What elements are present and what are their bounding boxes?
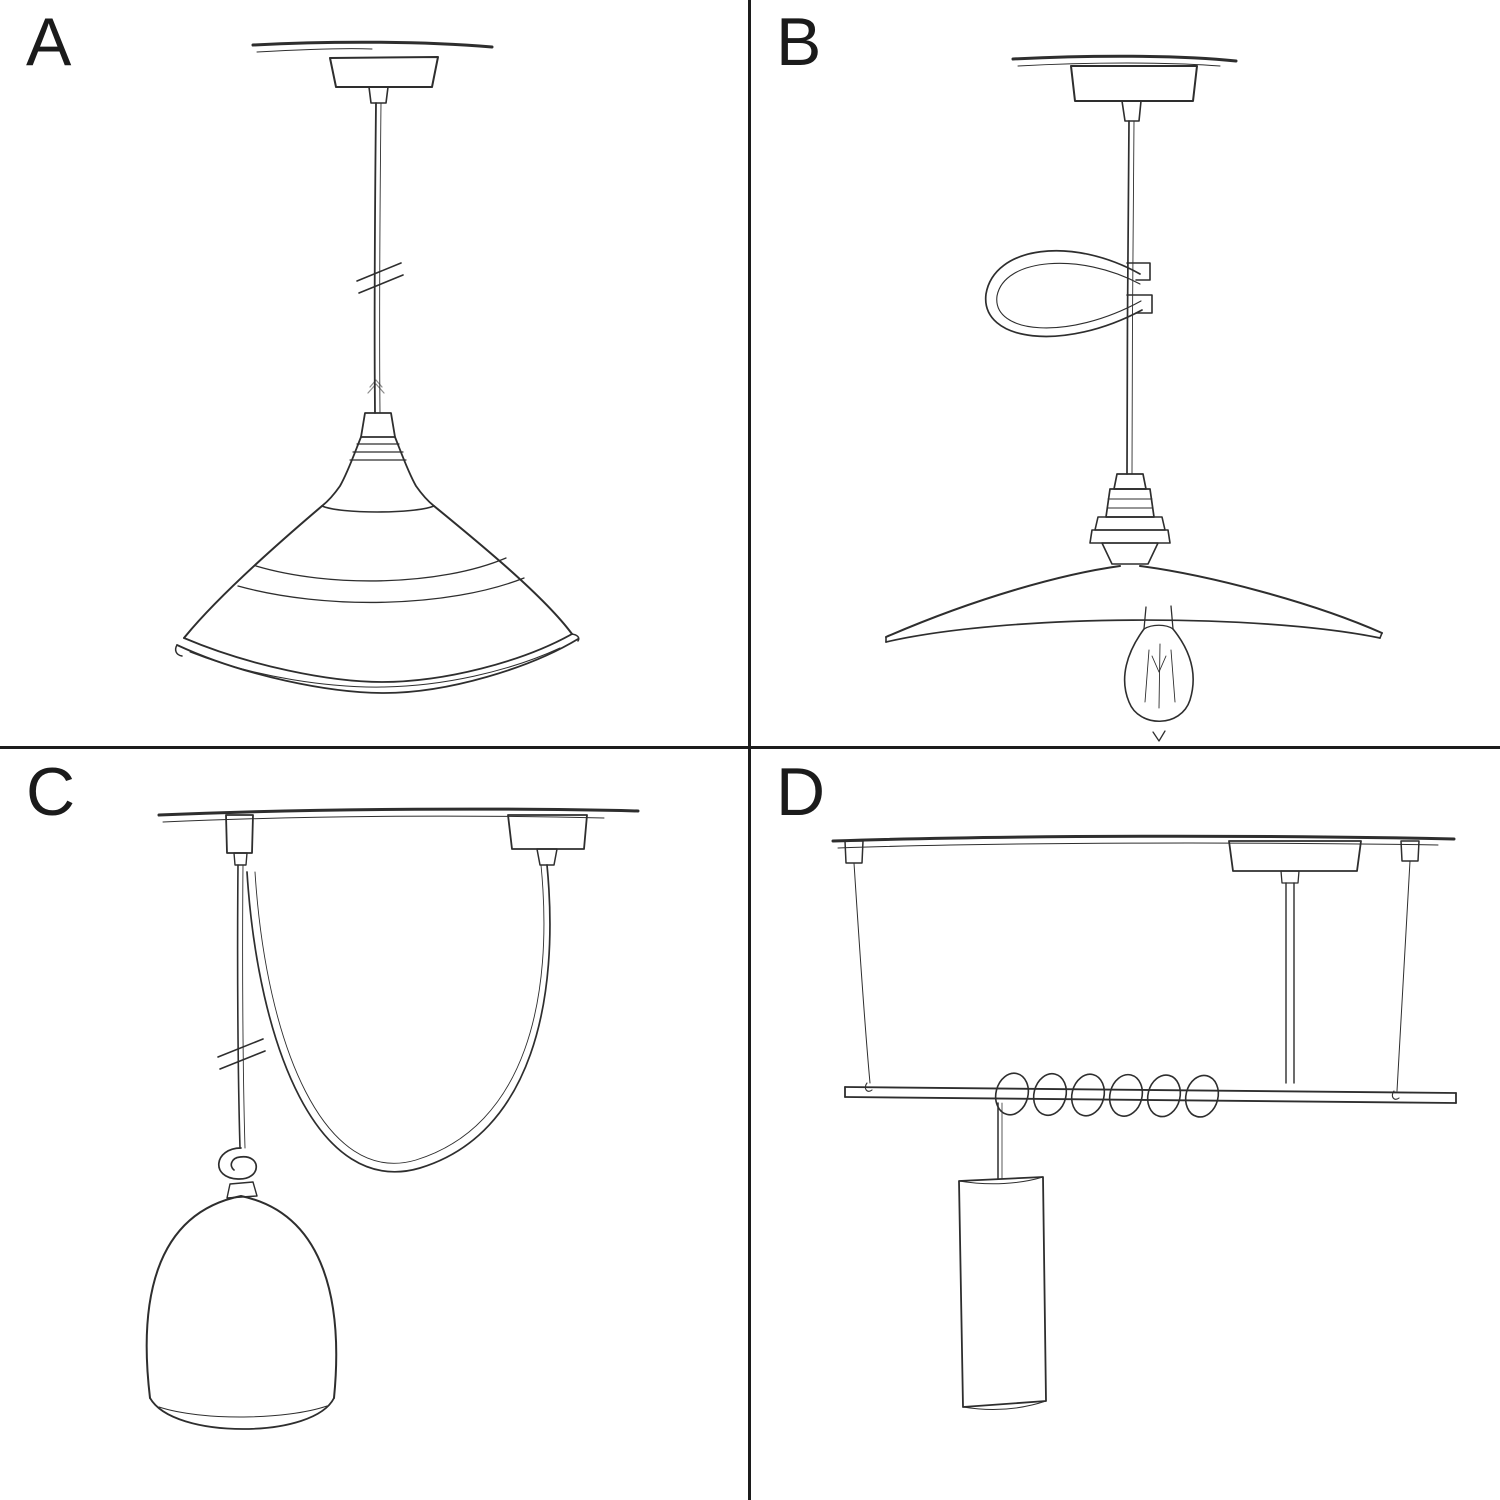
light-bulb bbox=[1123, 605, 1194, 742]
panel-d-label: D bbox=[776, 754, 827, 830]
coiled-cable bbox=[994, 1072, 1220, 1118]
cable-clip bbox=[1126, 262, 1153, 314]
ceiling-hangers bbox=[844, 840, 1420, 864]
cable-break-mark bbox=[217, 1038, 266, 1070]
panel-b: B bbox=[750, 0, 1500, 750]
ceiling-rose bbox=[507, 814, 588, 866]
suspension-wires bbox=[853, 860, 1411, 1100]
lamp-holder bbox=[321, 412, 435, 507]
panel-c-label: C bbox=[26, 754, 77, 830]
panel-c: C bbox=[0, 750, 750, 1500]
panel-a-label: A bbox=[26, 4, 73, 80]
ceiling-rose bbox=[329, 56, 439, 104]
panel-d: D bbox=[750, 750, 1500, 1500]
ceiling-line bbox=[1011, 54, 1238, 67]
panel-a: A bbox=[0, 0, 750, 750]
horizontal-divider bbox=[0, 746, 1500, 749]
vertical-divider bbox=[748, 0, 751, 1500]
rigid-stem bbox=[1285, 882, 1295, 1084]
lamp-holder bbox=[1089, 473, 1171, 565]
ceiling-line bbox=[831, 834, 1456, 849]
pendant-decentralizer-flat-shade-sketch bbox=[885, 54, 1383, 742]
drop-cable bbox=[997, 1102, 1003, 1180]
ceiling-hook bbox=[225, 814, 254, 866]
swag-cable bbox=[246, 864, 551, 1173]
swag-pendant-bell-shade-sketch bbox=[145, 807, 640, 1430]
ceiling-line bbox=[251, 40, 494, 53]
pendant-cable bbox=[373, 102, 382, 414]
cable-chevron-mark bbox=[367, 379, 385, 394]
pendant-cable bbox=[1126, 120, 1135, 475]
flat-plate-shade bbox=[885, 565, 1383, 643]
decentralizer-loop bbox=[985, 249, 1143, 338]
pendant-metal-shade-sketch bbox=[174, 40, 580, 694]
cable-break-mark bbox=[356, 262, 404, 294]
suspension-bar bbox=[844, 1086, 1457, 1104]
ceiling-rose bbox=[1070, 65, 1198, 122]
ceiling-line bbox=[157, 807, 640, 823]
ceiling-rose bbox=[1228, 840, 1362, 884]
panel-b-label: B bbox=[776, 4, 823, 80]
bell-shade bbox=[145, 1181, 338, 1430]
bar-suspension-tube-shade-sketch bbox=[831, 834, 1457, 1410]
cable-knot bbox=[218, 1147, 257, 1180]
metal-coolie-shade bbox=[174, 505, 580, 694]
tube-shade bbox=[958, 1176, 1047, 1410]
drop-cable bbox=[236, 864, 246, 1149]
